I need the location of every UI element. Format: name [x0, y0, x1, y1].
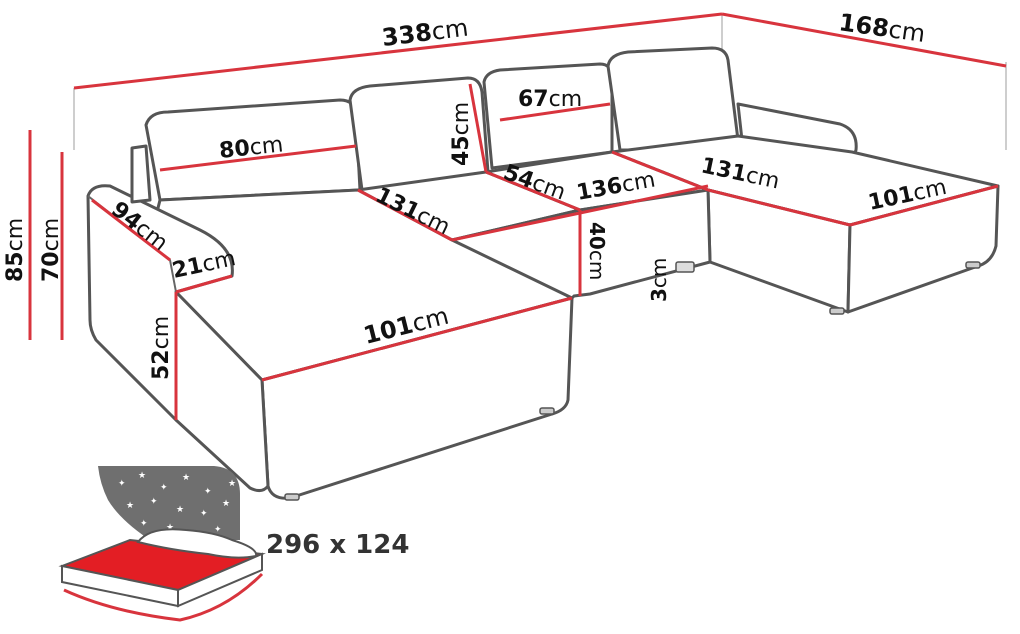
dim-line-seat-depth-mid	[357, 188, 453, 242]
leg	[675, 261, 695, 273]
svg-text:✦: ✦	[204, 487, 212, 497]
label-total-width: 338cm	[380, 14, 469, 52]
svg-text:✦: ✦	[160, 483, 168, 493]
dim-line-chaise-width-left	[261, 296, 573, 382]
svg-text:★: ★	[182, 473, 190, 483]
svg-text:✦: ✦	[140, 519, 148, 529]
bed-arrow-icon	[63, 572, 264, 622]
label-height-85: 85cm	[3, 218, 28, 282]
night-sky-icon	[98, 466, 240, 540]
moon-icon	[74, 496, 150, 540]
svg-text:★: ★	[126, 501, 134, 511]
dim-line-chaise-width-right	[849, 184, 999, 227]
label-seat-height: 52cm	[149, 316, 174, 380]
bed-function-icon: ✦ ★ ✦ ★ ✦ ★ ✦ ★ ✦ ★ ✦ ★ ✦ ★ 296 x 124	[58, 466, 409, 622]
dim-line-armrest-length	[91, 198, 171, 262]
label-back-cushion: 67cm	[518, 87, 582, 112]
label-module-depth: 136cm	[575, 167, 658, 205]
svg-text:★: ★	[138, 471, 146, 481]
leg	[539, 407, 555, 415]
svg-text:✦: ✦	[200, 509, 208, 519]
label-leg-height: 3cm	[647, 258, 671, 302]
svg-text:★: ★	[166, 523, 174, 533]
label-seat-thickness: 40cm	[585, 222, 609, 280]
left-chaise-side	[174, 290, 270, 493]
pillow-icon	[136, 528, 258, 559]
left-back-frame	[130, 144, 152, 204]
svg-text:★: ★	[228, 479, 236, 489]
leg	[829, 307, 845, 315]
svg-text:✦: ✦	[118, 479, 126, 489]
dim-line-total-width	[73, 12, 723, 90]
svg-text:✦: ✦	[214, 525, 222, 535]
label-cushion-width: 80cm	[218, 132, 284, 164]
label-back-height: 45cm	[449, 102, 474, 166]
dim-line-seat-depth-right	[611, 150, 851, 227]
dim-line-cushion-width	[159, 144, 357, 172]
dim-line-back-cushion	[499, 102, 611, 122]
svg-text:★: ★	[176, 505, 184, 515]
dim-line-back-height	[468, 83, 488, 173]
back-cushion-4	[606, 46, 740, 152]
label-chaise-depth: 168cm	[837, 8, 927, 48]
dim-line-seat-depth-small	[485, 170, 581, 212]
leg	[284, 493, 300, 501]
label-height-70: 70cm	[39, 218, 64, 282]
sofa-drawing	[86, 46, 1000, 501]
stars-icon: ✦ ★ ✦ ★ ✦ ★ ✦ ★ ✦ ★ ✦ ★ ✦ ★	[118, 471, 236, 535]
dim-line-armrest-width	[175, 274, 233, 294]
leg	[965, 261, 981, 269]
svg-text:✦: ✦	[150, 497, 158, 507]
back-cushion-3	[482, 62, 614, 170]
bed-size-label: 296 x 124	[266, 530, 409, 560]
dim-line-chaise-depth	[721, 12, 1007, 68]
svg-text:★: ★	[222, 499, 230, 509]
back-cushion-2	[348, 76, 490, 192]
left-armrest	[86, 184, 234, 422]
mattress-side-icon	[177, 552, 263, 608]
dimension-lines	[28, 12, 1007, 420]
